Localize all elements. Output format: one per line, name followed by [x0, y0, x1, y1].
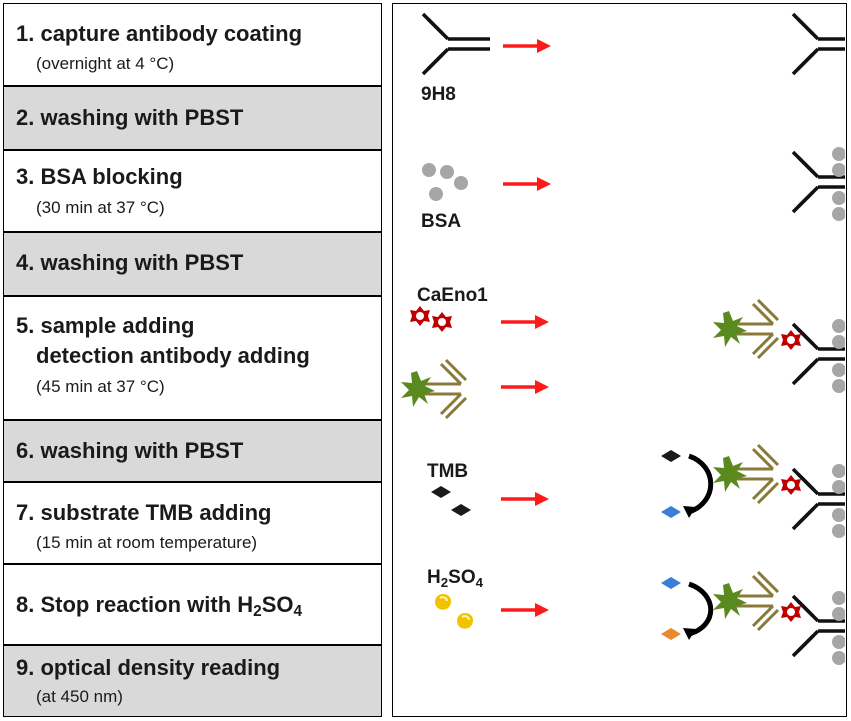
step-1-title: 1. capture antibody coating [16, 21, 303, 46]
step-7-title: 7. substrate TMB adding [16, 500, 272, 525]
step-4: 4. washing with PBST [3, 232, 382, 296]
step-3-title: 3. BSA blocking [16, 164, 183, 189]
antibody-label: 9H8 [421, 84, 456, 105]
step-4-title: 4. washing with PBST [16, 250, 244, 275]
step-8: 8. Stop reaction with H2SO4 [3, 564, 382, 645]
step-2-title: 2. washing with PBST [16, 105, 244, 130]
arrow-icon [499, 378, 551, 396]
step-7: 7. substrate TMB adding (15 min at room … [3, 482, 382, 564]
step-7-subtitle: (15 min at room temperature) [36, 533, 258, 552]
step-6-title: 6. washing with PBST [16, 438, 244, 463]
step-9: 9. optical density reading (at 450 nm) [3, 645, 382, 717]
antigen-icon [410, 306, 452, 332]
step-5: 5. sample adding detection antibody addi… [3, 296, 382, 420]
acid-label: H2SO4 [427, 567, 483, 590]
step-5-title: 5. sample adding [16, 313, 195, 338]
step-9-subtitle: (at 450 nm) [36, 687, 123, 706]
arrow-icon [501, 37, 553, 55]
step-1: 1. capture antibody coating (overnight a… [3, 3, 382, 86]
stopped-reaction-icon [661, 570, 845, 665]
step-5-subtitle: (45 min at 37 °C) [36, 377, 165, 396]
assay-scheme-drawing [399, 12, 845, 665]
enzymatic-reaction-icon [661, 443, 845, 538]
bsa-icon [422, 163, 468, 201]
arrow-icon [499, 490, 551, 508]
arrow-icon [499, 601, 551, 619]
protocol-steps-panel: 1. capture antibody coating (overnight a… [3, 3, 384, 717]
step-3: 3. BSA blocking (30 min at 37 °C) [3, 150, 382, 232]
acid-drop-icon [434, 593, 474, 630]
step-5-title-2: detection antibody adding [36, 343, 310, 368]
blocked-surface-icon [791, 147, 845, 221]
step-9-title: 9. optical density reading [16, 655, 281, 680]
antigen-label: CaEno1 [417, 285, 488, 306]
coated-antibody-icon [791, 12, 845, 76]
step-3-subtitle: (30 min at 37 °C) [36, 198, 165, 217]
arrow-icon [501, 175, 553, 193]
tmb-label: TMB [427, 461, 469, 482]
bsa-label: BSA [421, 211, 462, 232]
tmb-icon [431, 486, 471, 516]
step-2: 2. washing with PBST [3, 86, 382, 150]
assay-scheme-panel: 9H8 BSA CaEno1 TMB H2SO4 [392, 3, 847, 717]
detection-antibody-icon [399, 358, 468, 420]
sandwich-complex-icon [711, 298, 845, 393]
step-8-title: 8. Stop reaction with H2SO4 [16, 592, 303, 620]
step-1-subtitle: (overnight at 4 °C) [36, 54, 175, 73]
arrow-icon [499, 313, 551, 331]
capture-antibody-icon [421, 12, 492, 76]
step-6: 6. washing with PBST [3, 420, 382, 482]
